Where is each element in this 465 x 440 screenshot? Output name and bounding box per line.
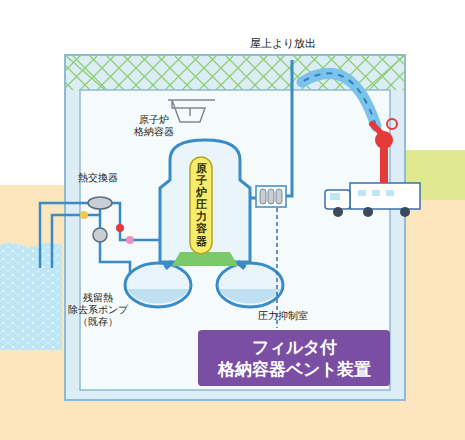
truck-window [386,190,394,196]
wheel [363,207,373,217]
truck-window [372,190,380,196]
rhr-system [40,203,160,275]
part-label: 原子炉 格納容器 [130,114,178,138]
wheel [333,207,343,217]
wheel [400,207,410,217]
truck-cab [325,190,350,209]
water-cannon [372,119,397,183]
torus-left [125,263,191,307]
torus-right [217,263,283,307]
seawater-pipe [52,215,100,268]
seawater-pipe [40,203,88,268]
containment-vessel [160,140,250,262]
valve [116,224,124,232]
exhaust-pipe [286,60,292,196]
filter-unit [256,186,286,207]
vertical-label: 原子炉圧力容器 [196,163,207,248]
filter-tank [276,189,282,204]
cannon-nozzle [372,124,384,136]
truck-window [358,190,366,196]
suppression-chamber [125,263,283,307]
water-spray [302,73,376,126]
rhr-pipe [100,242,130,275]
vent-device-box: フィルタ付 格納容器ベント装置 [198,330,390,386]
truck-body [350,183,420,209]
filter-tank [268,189,274,204]
cannon-wheel [387,119,397,129]
truck-window [330,193,340,200]
heat-exchanger [88,197,112,209]
rhr-pump [93,228,107,242]
overhead-crane [168,100,215,122]
rhr-pipe [99,209,102,228]
part-label: 圧力抑制室 [258,310,328,322]
crane-hook [189,108,191,116]
building-interior [80,90,390,390]
box-title: フィルタ付 格納容器ベント装置 [206,336,382,380]
reactor-building [65,55,405,400]
pressure-vessel: 原子炉圧力容器 [189,156,213,255]
part-label: 熱交換器 [78,172,138,184]
pedestal [172,252,238,266]
box-fill [198,330,390,386]
crane-body [168,100,215,122]
valve [80,211,88,219]
vent-line [250,197,256,200]
filter-tank [260,189,266,204]
vessel-body [190,157,212,254]
spray-line [302,73,376,126]
pool-water-right [219,289,281,303]
rhr-pipe [112,203,160,240]
part-label: 残留熱 除去系ポンプ （既存） [58,292,138,328]
valve [126,236,134,244]
part-label: 屋上より放出 [250,37,330,50]
pool-water-left [127,289,189,303]
fire-truck [325,183,420,217]
